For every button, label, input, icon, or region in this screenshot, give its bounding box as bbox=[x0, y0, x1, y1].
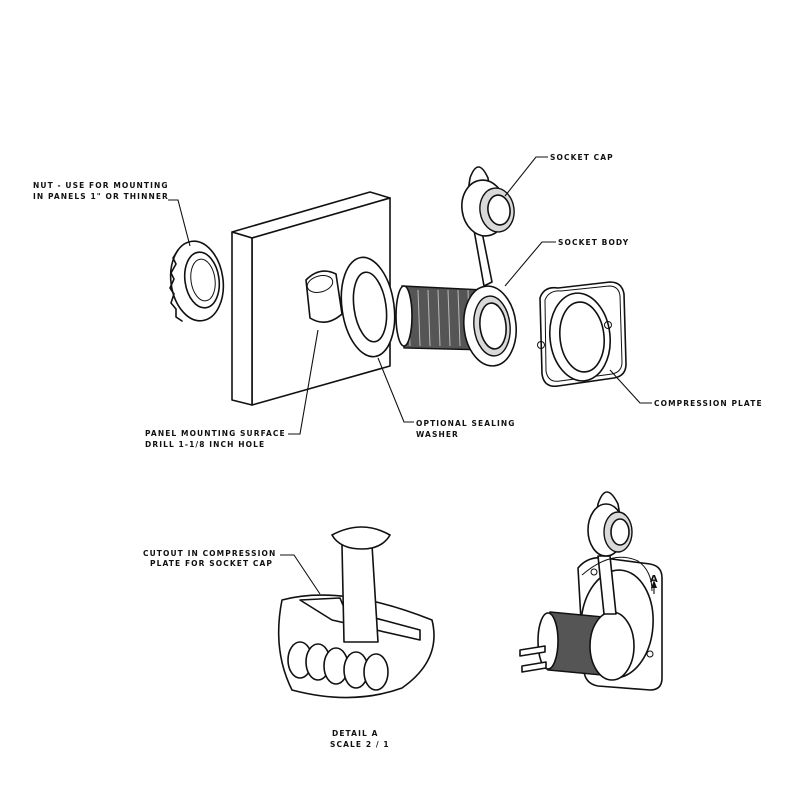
label-panel-1: PANEL MOUNTING SURFACE bbox=[145, 429, 286, 438]
label-compression-plate: COMPRESSION PLATE bbox=[654, 399, 763, 408]
label-detail-title: DETAIL A bbox=[332, 729, 378, 738]
label-detail-callout: A bbox=[650, 574, 659, 585]
socket-cap bbox=[461, 166, 515, 237]
label-washer-1: OPTIONAL SEALING bbox=[416, 419, 516, 428]
socket-body bbox=[395, 229, 517, 367]
label-nut-2: IN PANELS 1" OR THINNER bbox=[33, 192, 169, 201]
sealing-washer bbox=[340, 256, 396, 358]
label-nut-1: NUT - USE FOR MOUNTING bbox=[33, 181, 169, 190]
label-cutout-1: CUTOUT IN COMPRESSION bbox=[143, 549, 276, 558]
compression-plate bbox=[537, 281, 627, 388]
label-detail-scale: SCALE 2 / 1 bbox=[330, 740, 390, 749]
mounting-nut bbox=[169, 240, 225, 322]
detail-a-view bbox=[277, 526, 435, 699]
assembled-socket-view bbox=[519, 491, 663, 691]
label-socket-body: SOCKET BODY bbox=[558, 238, 629, 247]
label-cutout-2: PLATE FOR SOCKET CAP bbox=[150, 559, 273, 568]
label-panel-2: DRILL 1-1/8 INCH HOLE bbox=[145, 440, 265, 449]
panel-mounting-surface bbox=[231, 191, 391, 406]
label-washer-2: WASHER bbox=[416, 430, 459, 439]
leader-lines bbox=[168, 156, 652, 435]
label-socket-cap: SOCKET CAP bbox=[550, 153, 614, 162]
detail-threads bbox=[287, 641, 389, 691]
